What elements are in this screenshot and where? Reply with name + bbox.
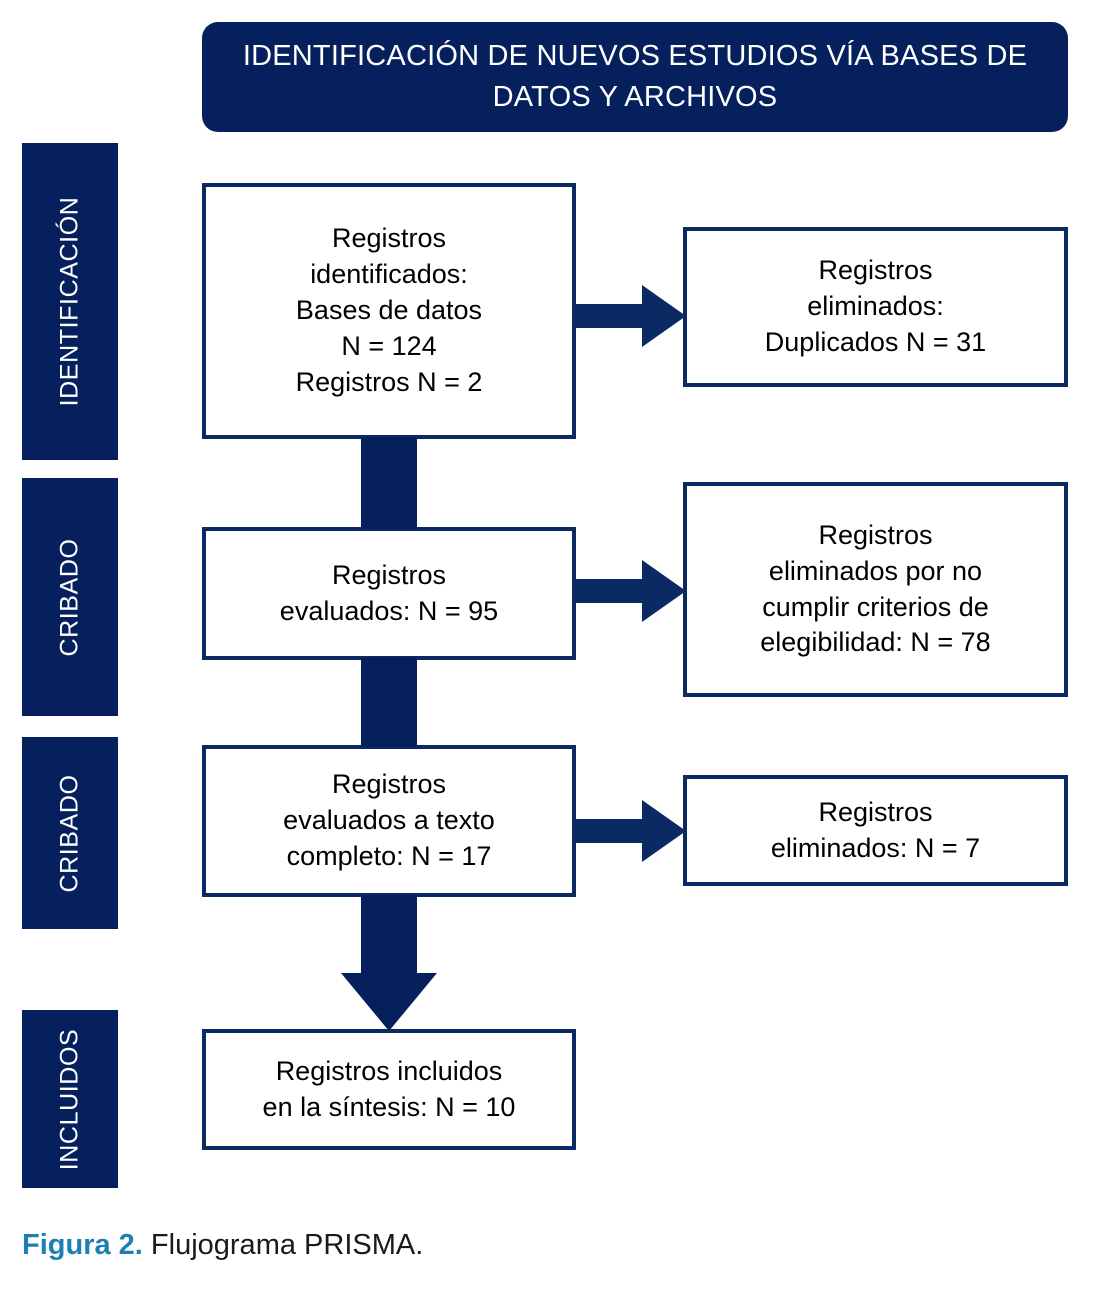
stage-bar-incluidos: INCLUIDOS: [22, 1010, 118, 1188]
diagram-header-title: IDENTIFICACIÓN DE NUEVOS ESTUDIOS VÍA BA…: [242, 39, 1028, 113]
flow-box-removed-fulltext-text: Registros eliminados: N = 7: [770, 796, 981, 863]
arrow-down-icon-1: [341, 895, 437, 1031]
flow-box-removed-fulltext: Registros eliminados: N = 7: [683, 775, 1068, 886]
stage-label-cribado-1: CRIBADO: [55, 537, 84, 657]
connector-shaft-2: [361, 657, 417, 747]
flow-box-removed-eligibility-text: Registros eliminados por no cumplir crit…: [760, 519, 991, 658]
flow-box-records-screened: Registros evaluados: N = 95: [202, 527, 576, 660]
figure-caption-text: Flujograma PRISMA.: [142, 1229, 424, 1261]
flow-box-records-included-text: Registros incluidos en la síntesis: N = …: [262, 1055, 516, 1122]
flow-box-records-identified: Registros identificados: Bases de datos …: [202, 183, 576, 439]
flow-box-records-screened-text: Registros evaluados: N = 95: [279, 559, 499, 626]
flow-box-records-fulltext: Registros evaluados a texto completo: N …: [202, 745, 576, 897]
stage-bar-cribado-2: CRIBADO: [22, 737, 118, 929]
flow-box-records-identified-text: Registros identificados: Bases de datos …: [295, 223, 483, 397]
figure-caption: Figura 2. Flujograma PRISMA.: [22, 1228, 423, 1263]
flow-box-records-fulltext-text: Registros evaluados a texto completo: N …: [283, 769, 495, 871]
flow-box-removed-duplicates-text: Registros eliminados: Duplicados N = 31: [764, 255, 987, 357]
flow-box-removed-duplicates: Registros eliminados: Duplicados N = 31: [683, 227, 1068, 387]
stage-bar-identificacion: IDENTIFICACIÓN: [22, 143, 118, 460]
diagram-header-banner: IDENTIFICACIÓN DE NUEVOS ESTUDIOS VÍA BA…: [202, 22, 1068, 132]
flow-box-records-included: Registros incluidos en la síntesis: N = …: [202, 1029, 576, 1150]
figure-caption-label: Figura 2.: [22, 1229, 143, 1261]
flow-box-removed-eligibility: Registros eliminados por no cumplir crit…: [683, 482, 1068, 697]
stage-label-identificacion: IDENTIFICACIÓN: [55, 196, 84, 407]
stage-label-incluidos: INCLUIDOS: [55, 1028, 84, 1170]
connector-shaft-1: [361, 437, 417, 529]
arrow-right-icon-2: [576, 560, 686, 622]
stage-label-cribado-2: CRIBADO: [55, 773, 84, 893]
arrow-right-icon-1: [576, 285, 686, 347]
stage-bar-cribado-1: CRIBADO: [22, 478, 118, 716]
arrow-right-icon-3: [576, 800, 686, 862]
